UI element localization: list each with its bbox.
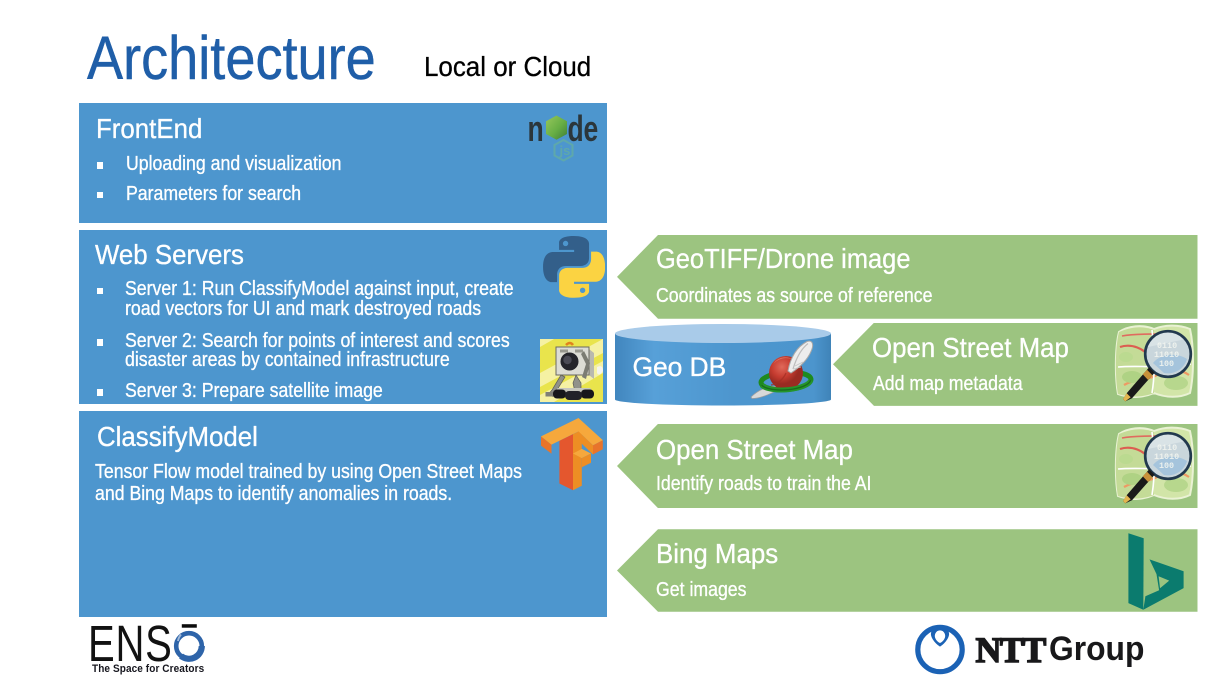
svg-text:js: js xyxy=(559,143,571,158)
svg-text:e: e xyxy=(583,110,598,149)
svg-text:n: n xyxy=(527,110,543,149)
svg-text:d: d xyxy=(567,110,583,149)
